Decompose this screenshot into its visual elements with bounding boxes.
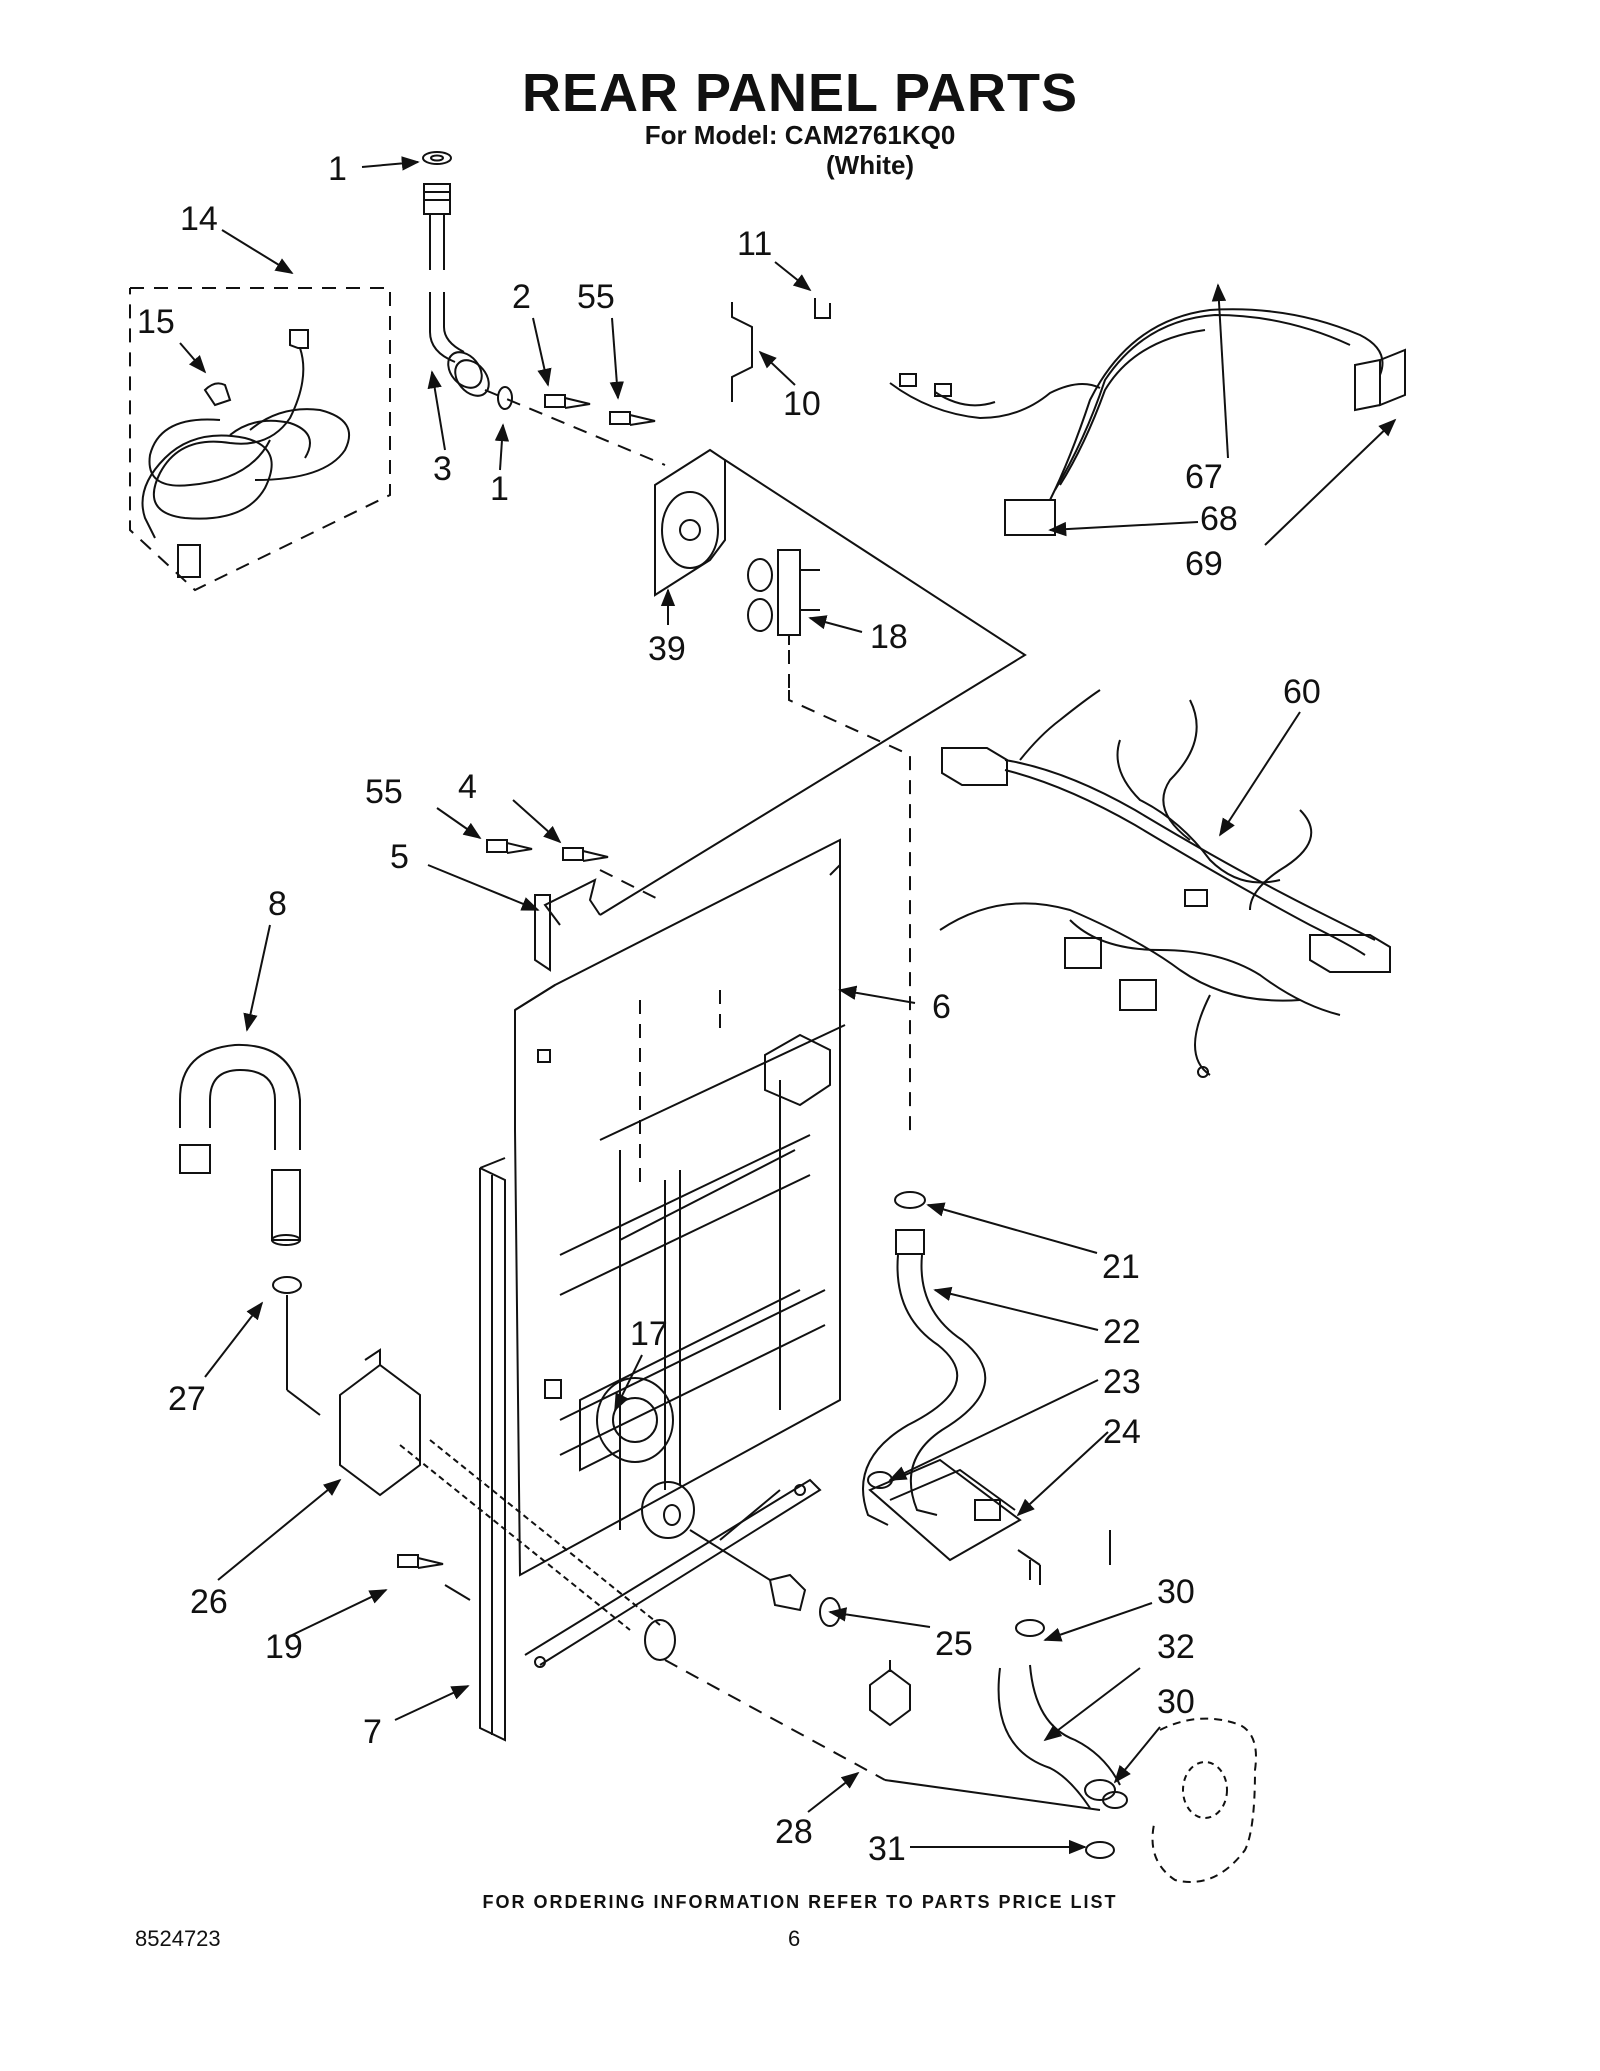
callout-10: 10 bbox=[783, 385, 821, 423]
ordering-note: FOR ORDERING INFORMATION REFER TO PARTS … bbox=[482, 1892, 1118, 1912]
fill-hose bbox=[862, 1191, 987, 1526]
callout-18: 18 bbox=[870, 618, 908, 656]
callout-5: 5 bbox=[390, 838, 409, 876]
page-title: REAR PANEL PARTS bbox=[521, 63, 1079, 123]
callout-68: 68 bbox=[1200, 500, 1238, 538]
drain-hose bbox=[179, 1043, 321, 1416]
callout-23: 23 bbox=[1103, 1363, 1141, 1401]
hose-guide bbox=[339, 1348, 421, 1497]
callout-3: 3 bbox=[433, 450, 452, 488]
callout-22: 22 bbox=[1103, 1313, 1141, 1351]
callout-17: 17 bbox=[630, 1315, 668, 1353]
callout-8: 8 bbox=[268, 885, 287, 923]
drain-inlet bbox=[868, 1458, 1111, 1585]
water-valve bbox=[747, 549, 911, 1140]
callout-69: 69 bbox=[1185, 545, 1223, 583]
callout-67: 67 bbox=[1185, 458, 1223, 496]
callout-55-mid: 55 bbox=[365, 773, 403, 811]
base-bracket bbox=[524, 1478, 822, 1668]
callout-11: 11 bbox=[737, 225, 772, 263]
inlet-hose bbox=[422, 151, 666, 466]
callout-6: 6 bbox=[932, 988, 951, 1026]
callout-31: 31 bbox=[868, 1830, 906, 1868]
rear-panel bbox=[514, 459, 1027, 1577]
callout-26: 26 bbox=[190, 1583, 228, 1621]
document-number: 8524723 bbox=[135, 1926, 221, 1951]
color-line: (White) bbox=[826, 150, 915, 180]
callout-30-upper: 30 bbox=[1157, 1573, 1195, 1611]
callout-7: 7 bbox=[363, 1713, 382, 1751]
valve-plate bbox=[654, 448, 726, 597]
side-rail bbox=[479, 1157, 506, 1742]
callout-55-top: 55 bbox=[577, 278, 615, 316]
bracket-parts bbox=[731, 298, 831, 402]
callout-1-top: 1 bbox=[328, 150, 347, 188]
callout-1-mid: 1 bbox=[490, 470, 509, 508]
control-knob bbox=[641, 1481, 841, 1627]
callout-4: 4 bbox=[458, 768, 477, 806]
pressure-switch bbox=[579, 1377, 674, 1472]
callout-27: 27 bbox=[168, 1380, 206, 1418]
callout-60: 60 bbox=[1283, 673, 1321, 711]
screws-top bbox=[544, 394, 656, 426]
mounting-screws bbox=[486, 839, 661, 972]
callout-39: 39 bbox=[648, 630, 686, 668]
callout-30-lower: 30 bbox=[1157, 1683, 1195, 1721]
wire-harness-upper bbox=[889, 308, 1406, 536]
callout-14: 14 bbox=[180, 200, 218, 238]
callout-19: 19 bbox=[265, 1628, 303, 1666]
callout-15: 15 bbox=[137, 303, 175, 341]
callout-21: 21 bbox=[1102, 1248, 1140, 1286]
pump-hose bbox=[869, 1619, 1257, 1883]
page-number: 6 bbox=[788, 1926, 801, 1951]
callout-32: 32 bbox=[1157, 1628, 1195, 1666]
power-cord-kit bbox=[129, 287, 391, 592]
callout-24: 24 bbox=[1103, 1413, 1141, 1451]
wire-harness-main bbox=[939, 689, 1391, 1078]
screw-19 bbox=[397, 1554, 471, 1601]
drain-tube-spring bbox=[399, 1439, 1101, 1811]
callout-25: 25 bbox=[935, 1625, 973, 1663]
callout-2: 2 bbox=[512, 278, 531, 316]
model-line: For Model: CAM2761KQ0 bbox=[644, 120, 956, 150]
callout-28: 28 bbox=[775, 1813, 813, 1851]
